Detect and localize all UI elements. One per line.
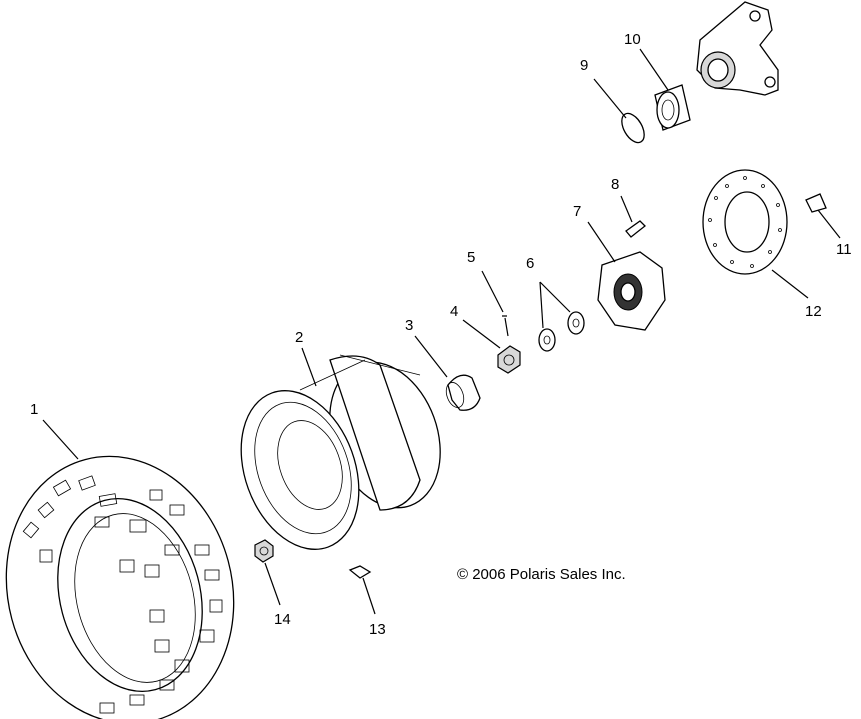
tire (5, 419, 235, 719)
callout-14: 14 (274, 611, 291, 628)
callout-1: 1 (30, 401, 39, 418)
callout-4: 4 (450, 303, 459, 320)
callout-8: 8 (611, 176, 620, 193)
steering-knuckle (696, 1, 779, 96)
callout-11: 11 (836, 241, 852, 258)
wheel-rim (240, 347, 441, 550)
retaining-ring (593, 78, 645, 144)
bolt (805, 193, 841, 239)
brake-disc (702, 169, 809, 299)
stud (620, 195, 646, 238)
callout-13: 13 (369, 621, 386, 638)
cap (414, 335, 481, 411)
callout-2: 2 (295, 329, 304, 346)
callout-10: 10 (624, 31, 641, 48)
callout-12: 12 (805, 303, 822, 320)
callout-5: 5 (467, 249, 476, 266)
cotter-pin (481, 270, 509, 337)
valve-stem (348, 565, 376, 615)
hub (587, 221, 666, 331)
washers (538, 281, 585, 352)
callout-6: 6 (526, 255, 535, 272)
lug-nut (254, 539, 281, 606)
callout-7: 7 (573, 203, 582, 220)
callout-3: 3 (405, 317, 414, 334)
nut (462, 319, 521, 374)
bearing (639, 48, 691, 131)
copyright-notice: © 2006 Polaris Sales Inc. (457, 566, 626, 583)
callout-9: 9 (580, 57, 589, 74)
